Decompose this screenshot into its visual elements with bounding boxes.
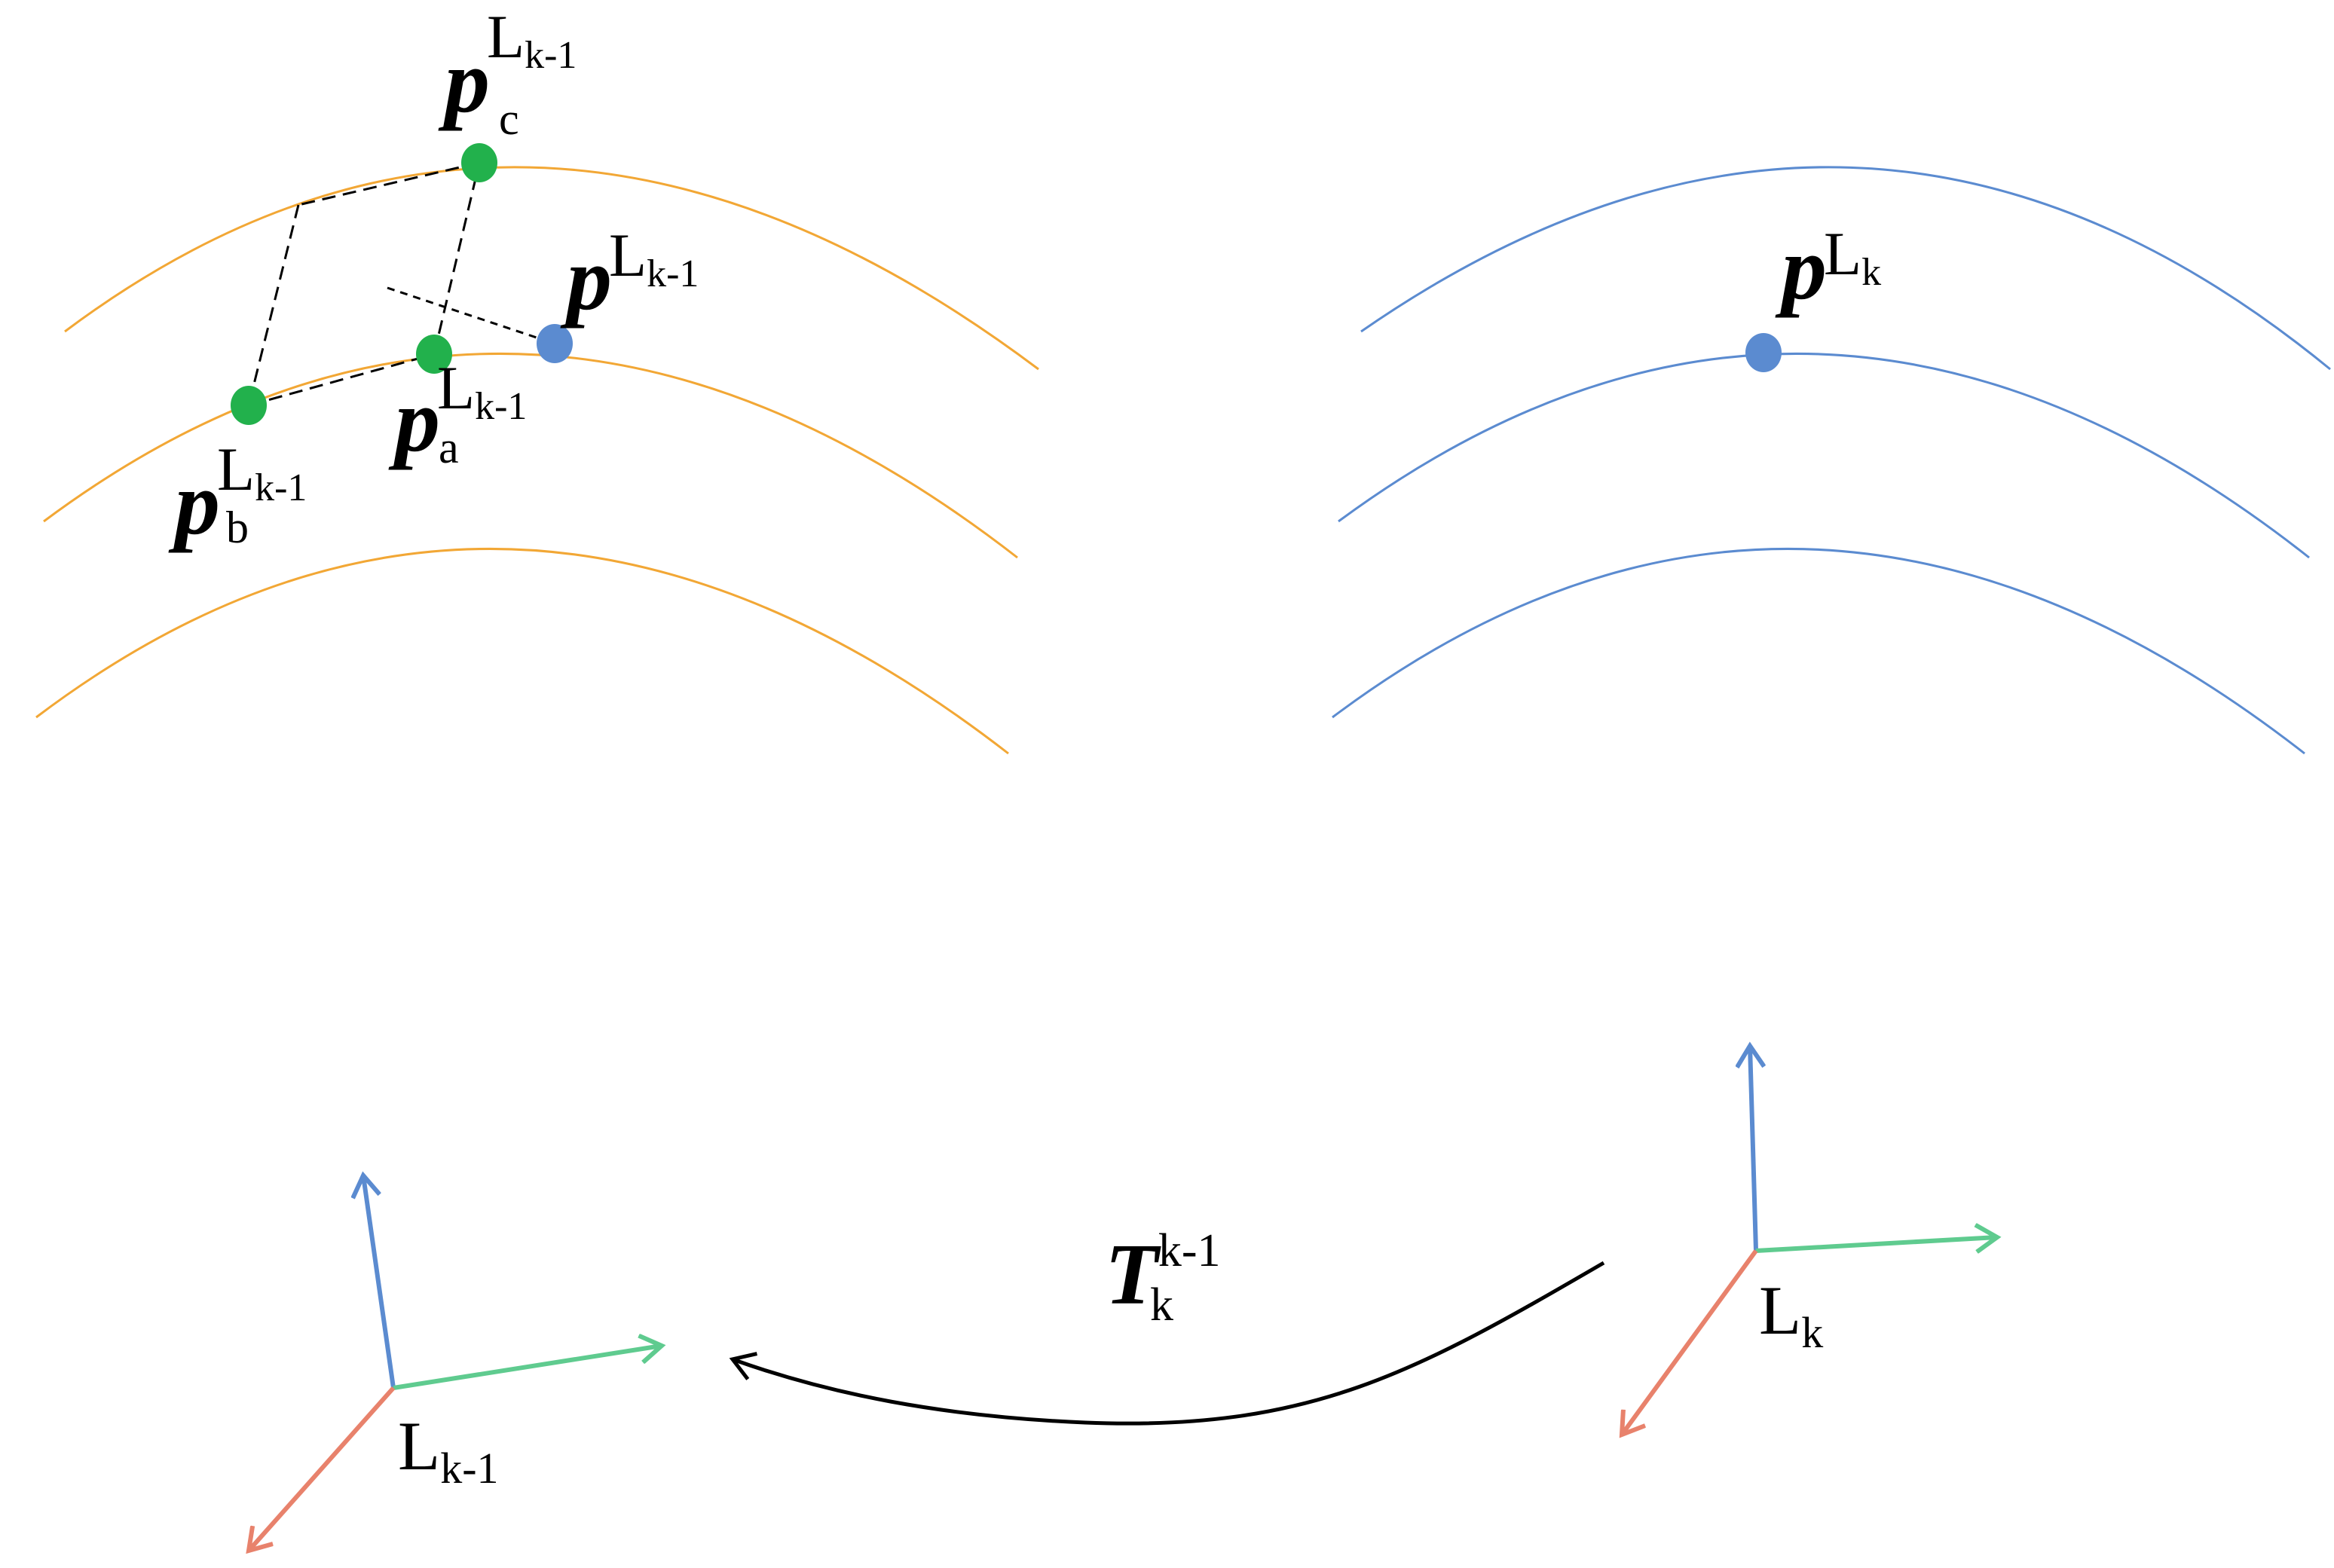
point-query-curr [1745,333,1782,372]
current-scan [1332,166,2331,755]
axis-z-prev [363,1175,396,1389]
prev-scan-line-3 [35,548,1009,755]
dashed-c-to-top-left [298,161,480,206]
curr-scan-line-3 [1332,548,2305,755]
coordinate-axes-icon [1622,1046,1997,1435]
axis-y-prev [393,1346,662,1390]
axis-x-prev [249,1386,396,1551]
point-pb [231,386,267,425]
axis-z-curr [1750,1046,1756,1252]
points [231,143,1782,425]
previous-scan [35,166,1039,755]
dashed-b-to-a [248,353,435,407]
dashed-top-left-to-b [247,204,300,406]
dashed-a-to-c [433,162,481,355]
point-pa [416,335,452,374]
curr-scan-line-1 [1360,166,2331,371]
label-frame-curr: Lk [1759,1272,1823,1357]
plane-construction [247,161,555,407]
curr-scan-line-2 [1338,353,2310,559]
axis-x-curr [1622,1249,1758,1435]
point-pc [461,143,497,182]
label-frame-prev: Lk-1 [398,1408,499,1493]
prev-scan-line-1 [64,166,1039,371]
label-p-prev: pLk-1 [560,221,699,329]
label-p-curr: pLk [1775,218,1881,318]
curved-arrow-icon [733,1261,1605,1426]
prev-scan-line-2 [43,353,1018,559]
coordinate-axes-icon [249,1175,662,1551]
axis-y-curr [1755,1237,1997,1251]
dashed-query-projection [387,286,555,345]
point-query-prev [537,324,573,363]
